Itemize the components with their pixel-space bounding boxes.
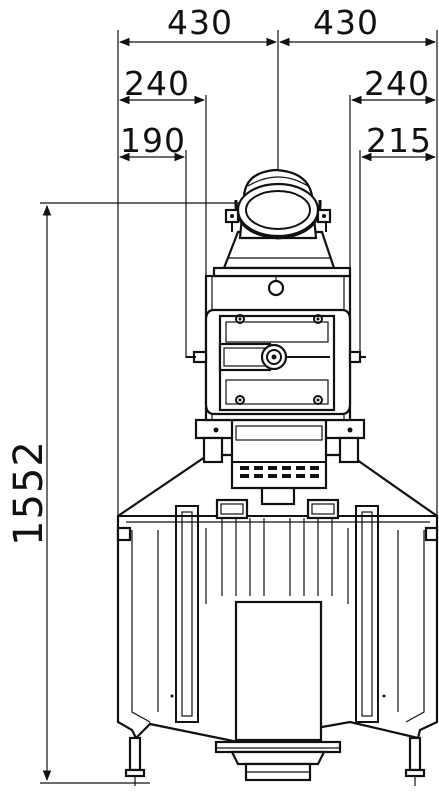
dimension-lines (40, 30, 438, 784)
dim-top-left: 430 (167, 3, 233, 42)
dim-mid-right: 240 (364, 64, 430, 103)
dim-top-right: 430 (313, 3, 379, 42)
dim-low-right: 215 (366, 121, 432, 160)
dim-overall-height: 1552 (6, 440, 52, 546)
vent-slots (240, 466, 319, 478)
dim-mid-left: 240 (124, 64, 190, 103)
machine-outline (116, 168, 439, 786)
dim-low-left: 190 (120, 121, 186, 160)
